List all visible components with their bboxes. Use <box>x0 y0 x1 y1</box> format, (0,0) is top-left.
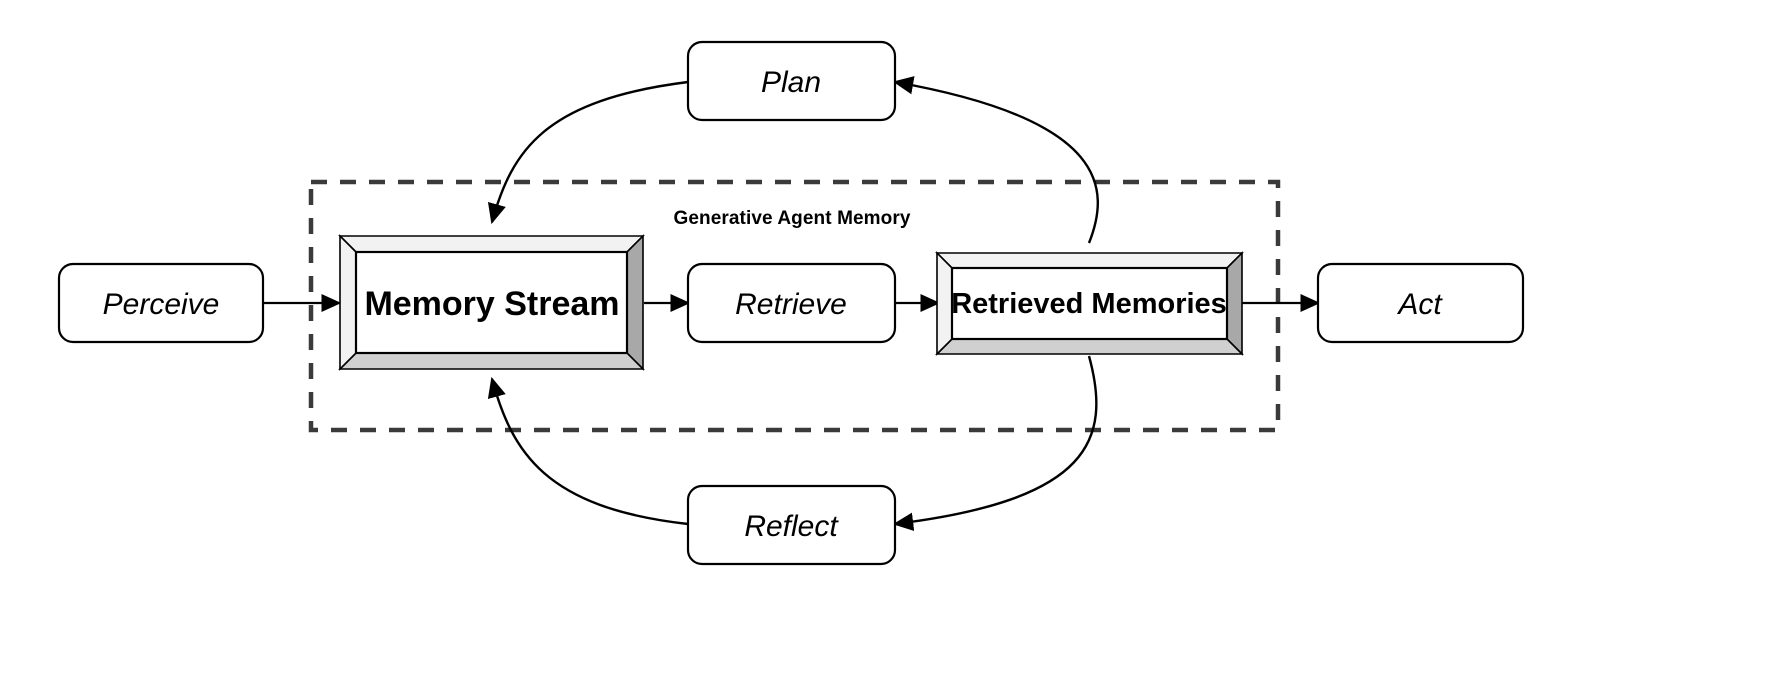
node-plan-label: Plan <box>761 66 821 99</box>
node-plan-shape <box>686 40 897 122</box>
retrieved-memories-right-bevel <box>1226 251 1243 356</box>
node-reflect[interactable]: Reflect <box>686 484 897 566</box>
node-memory-stream-label: Memory Stream <box>364 285 619 323</box>
retrieved-memories-top-bevel <box>935 252 1244 269</box>
node-retrieved-memories-label: Retrieved Memories <box>951 288 1227 320</box>
retrieved-memories-bottom-bevel <box>935 338 1244 355</box>
memory-stream-top-bevel <box>338 235 645 253</box>
generative-agent-memory-group-border <box>308 179 1281 433</box>
node-perceive-label: Perceive <box>103 288 220 321</box>
memory-stream-bottom-bevel <box>338 352 645 370</box>
edge-reflect-to-memory-stream <box>487 376 689 526</box>
node-reflect-shape <box>686 484 897 566</box>
node-retrieve-shape <box>686 262 897 344</box>
node-retrieve[interactable]: Retrieve <box>686 262 897 344</box>
memory-stream-left-bevel <box>339 234 357 371</box>
node-perceive-shape <box>57 262 265 344</box>
edge-retrieved-memories-to-reflect <box>892 355 1098 531</box>
retrieved-memories-left-bevel <box>936 251 953 356</box>
memory-stream-front-face <box>354 250 629 355</box>
node-retrieved-memories[interactable]: Retrieved Memories <box>935 251 1244 356</box>
node-perceive[interactable]: Perceive <box>57 262 265 344</box>
node-memory-stream[interactable]: Memory Stream <box>338 234 645 371</box>
edge-retrieved-memories-to-plan <box>892 76 1099 244</box>
node-act[interactable]: Act <box>1316 262 1525 344</box>
memory-stream-right-bevel <box>626 234 644 371</box>
node-act-label: Act <box>1396 288 1443 321</box>
edge-plan-to-memory-stream <box>487 80 689 225</box>
retrieved-memories-front-face <box>950 266 1229 341</box>
node-plan[interactable]: Plan <box>686 40 897 122</box>
node-retrieve-label: Retrieve <box>735 288 847 321</box>
node-reflect-label: Reflect <box>744 510 839 543</box>
node-act-shape <box>1316 262 1525 344</box>
group-label: Generative Agent Memory <box>673 208 910 229</box>
